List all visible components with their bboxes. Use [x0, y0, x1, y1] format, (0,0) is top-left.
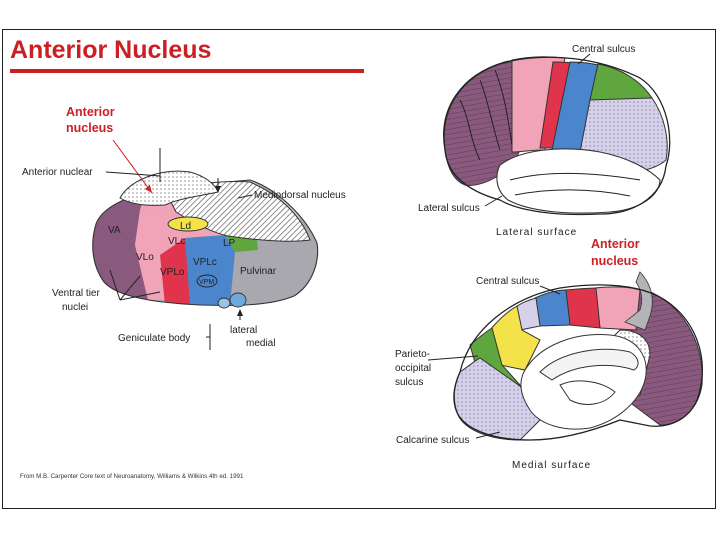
label-vlc: VLc — [168, 236, 185, 247]
medial-geniculate-body — [229, 292, 247, 308]
thalamus-diagram: VA VLc VLo VPLo VPLc VPM LP Ld Pulvinar … — [22, 105, 346, 350]
medial-cortex-red — [564, 287, 601, 329]
region-vlo — [135, 210, 165, 300]
lateral-frontal-sulci — [459, 69, 513, 161]
page-title: Anterior Nucleus — [10, 36, 212, 64]
label-lateral-surface: Lateral surface — [496, 227, 577, 238]
arrowhead-anterior-nucleus — [145, 185, 152, 193]
leader-central-sulcus-medial — [539, 285, 561, 295]
label-calcarine-sulcus: Calcarine sulcus — [396, 435, 469, 446]
label-pulvinar: Pulvinar — [240, 266, 277, 277]
parieto-occipital-line2: occipital — [395, 363, 431, 374]
label-va: VA — [108, 225, 121, 236]
leader-mediodorsal — [237, 194, 253, 199]
corpus-callosum — [539, 348, 639, 381]
lateral-brain-outline — [443, 56, 671, 216]
medial-surface-diagram: Anterior nucleus Central sulcus Parieto-… — [395, 237, 703, 471]
medial-brain-outline — [453, 284, 703, 441]
region-va — [92, 180, 150, 306]
ventral-tier-line1: Ventral tier — [52, 288, 100, 299]
label-ventral-tier-nuclei: Ventral tier nuclei — [52, 288, 103, 313]
leader-calcarine — [475, 431, 501, 439]
callout-anterior-nucleus: Anterior nucleus — [66, 105, 118, 135]
label-parieto-occipital-sulcus: Parieto- occipital sulcus — [395, 349, 434, 388]
label-central-sulcus-medial: Central sulcus — [476, 276, 539, 287]
label-ld: Ld — [180, 221, 191, 232]
parieto-occipital-line1: Parieto- — [395, 349, 430, 360]
label-vpm: VPM — [199, 279, 214, 286]
leader-ventral-tier-2 — [119, 291, 161, 301]
label-mediodorsal-nucleus: Mediodorsal nucleus — [254, 190, 346, 201]
callout-anterior-nucleus-line1: Anterior — [66, 105, 115, 119]
region-vpm — [196, 274, 218, 288]
leader-ventral-tier-1 — [119, 275, 141, 301]
anterior-nucleus-arrow-medial — [624, 271, 653, 331]
ventral-tier-line2: nuclei — [62, 302, 88, 313]
label-geniculate-medial: medial — [246, 338, 275, 349]
arrowhead-mediodorsal — [215, 186, 221, 193]
label-vplc: VPLc — [193, 257, 217, 268]
label-medial-surface: Medial surface — [512, 460, 591, 471]
label-vlo: VLo — [136, 252, 154, 263]
label-lp: LP — [223, 238, 236, 249]
label-vplo: VPLo — [160, 267, 185, 278]
mediodorsal-nucleus-shape — [164, 180, 311, 242]
arrowhead-geniculate — [237, 309, 243, 316]
medial-cortex-lavender — [514, 297, 541, 331]
lateral-temporal-gyri — [509, 172, 641, 197]
region-vplc — [185, 235, 235, 305]
callout-anterior-nucleus-arrow — [112, 139, 153, 194]
leader-ventral-tier-3 — [109, 269, 121, 301]
title-underline — [10, 69, 364, 73]
callout-anterior-nucleus-line2: nucleus — [66, 121, 113, 135]
label-lateral-sulcus: Lateral sulcus — [418, 203, 480, 214]
parieto-occipital-line3: sulcus — [395, 377, 423, 388]
source-credit: From M.B. Carpenter Core text of Neuroan… — [20, 473, 244, 480]
label-central-sulcus-lateral: Central sulcus — [572, 44, 635, 55]
leader-anterior-nuclear — [105, 171, 161, 177]
label-anterior-nuclear: Anterior nuclear — [22, 167, 93, 178]
medial-cortex-blue — [534, 289, 571, 327]
anterior-nucleus-medial-line2: nucleus — [591, 254, 638, 268]
leader-lateral-sulcus — [484, 195, 503, 207]
leader-parieto-occipital — [427, 355, 479, 361]
lateral-geniculate-body — [217, 297, 231, 309]
thalamus-medial — [559, 380, 616, 405]
leader-central-sulcus-lateral — [577, 53, 591, 65]
region-ld — [167, 216, 209, 232]
medial-cortex-yellow — [489, 305, 541, 371]
label-anterior-nucleus-medial: Anterior nucleus — [591, 237, 643, 268]
anterior-nucleus-medial-line1: Anterior — [591, 237, 640, 251]
lateral-surface-diagram: Central sulcus Lateral sulcus Lateral su… — [418, 44, 671, 238]
label-geniculate-lateral: lateral — [230, 325, 257, 336]
label-geniculate-body: Geniculate body — [118, 333, 190, 344]
